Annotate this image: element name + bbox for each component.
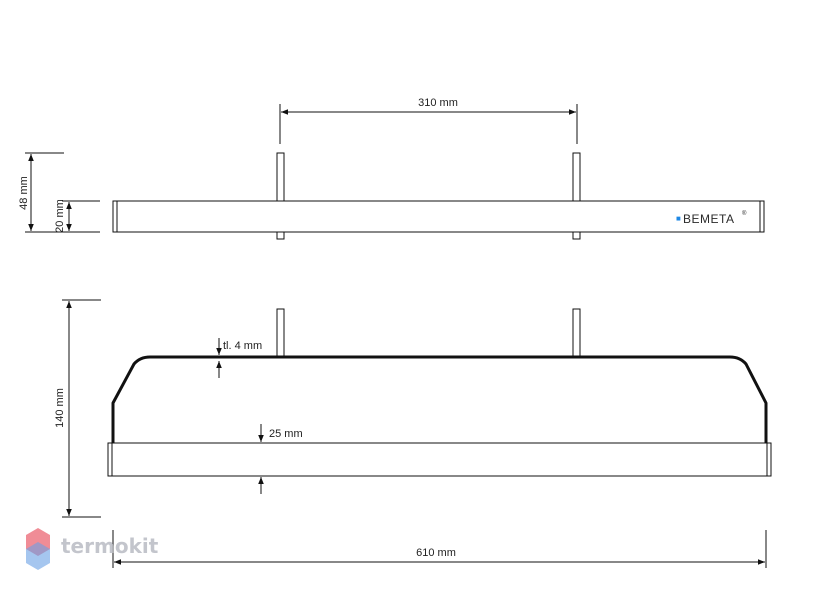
dimension-label-front-bar: 25 mm <box>269 428 303 440</box>
dimension-label-width: 610 mm <box>416 547 456 559</box>
side-view: tl. 4 mm 25 mm 140 mm 610 mm <box>54 299 772 568</box>
watermark: termokit <box>26 528 159 570</box>
side-post-right <box>572 308 581 358</box>
post-left <box>276 152 285 240</box>
dimension-label-thickness: tl. 4 mm <box>223 340 262 352</box>
brand-trademark: ® <box>742 210 747 217</box>
dimension-label-depth: 140 mm <box>54 388 66 428</box>
termokit-logo-icon <box>26 528 50 570</box>
dimension-label-bar-height: 20 mm <box>54 199 66 233</box>
rail-profile <box>111 355 768 443</box>
watermark-text: termokit <box>61 534 159 558</box>
dimension-label-post-spacing: 310 mm <box>418 97 458 109</box>
dimension-label-total-height: 48 mm <box>18 176 30 210</box>
brand-mark-icon: ■ <box>676 214 681 223</box>
brand-name: BEMETA <box>683 212 734 226</box>
side-post-left <box>276 308 285 358</box>
post-right <box>572 152 581 240</box>
bar-top-view <box>112 200 765 233</box>
front-bar <box>107 442 772 477</box>
top-view: 310 mm ■ BEMETA ® 48 mm 20 mm <box>18 97 765 240</box>
